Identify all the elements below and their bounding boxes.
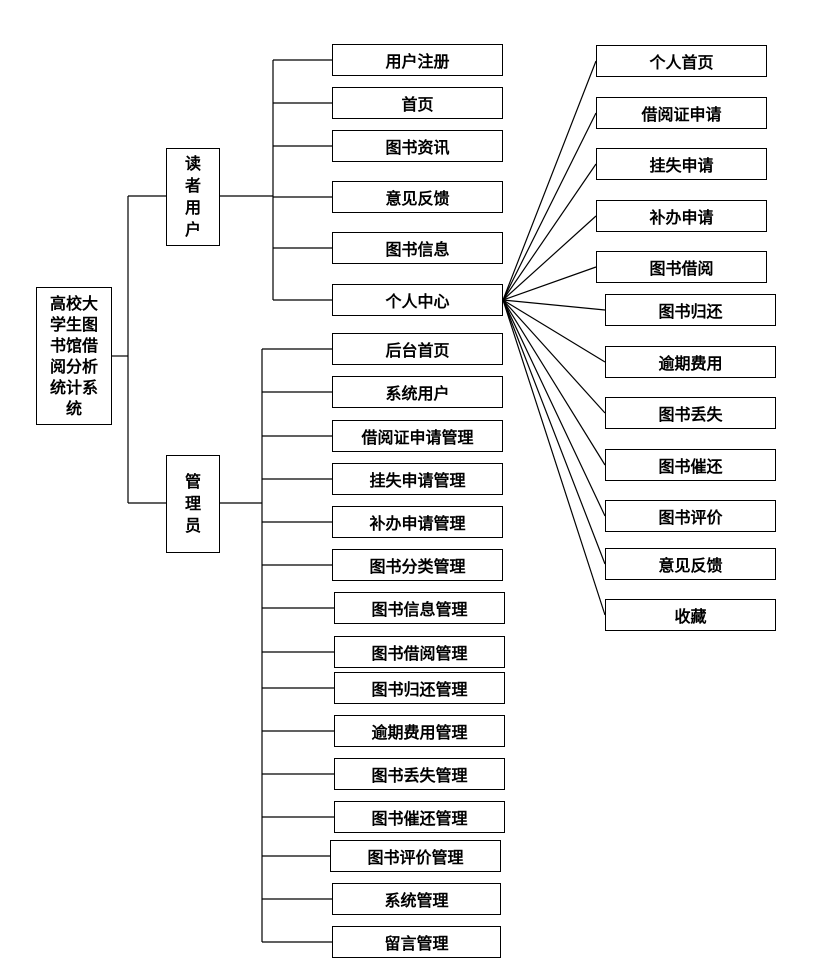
root-node-system: 高校大学生图书馆借阅分析统计系统 [36, 287, 112, 425]
admin-module-node: 后台首页 [332, 333, 503, 365]
personal-center-node: 图书归还 [605, 294, 776, 326]
admin-module-node: 图书丢失管理 [334, 758, 505, 790]
reader-module-node: 首页 [332, 87, 503, 119]
admin-module-node: 图书催还管理 [334, 801, 505, 833]
admin-module-node: 图书借阅管理 [334, 636, 505, 668]
admin-module-node: 系统用户 [332, 376, 503, 408]
personal-center-node: 挂失申请 [596, 148, 767, 180]
reader-module-node: 图书信息 [332, 232, 503, 264]
role-node-label: 管理员 [184, 472, 201, 535]
admin-module-node: 借阅证申请管理 [332, 420, 503, 452]
admin-module-node: 留言管理 [332, 926, 501, 958]
role-node-admin: 管理员 [166, 455, 220, 553]
admin-module-node: 图书分类管理 [332, 549, 503, 581]
reader-module-node-personal-center: 个人中心 [332, 284, 503, 316]
personal-center-node: 图书评价 [605, 500, 776, 532]
role-node-reader: 读者用户 [166, 148, 220, 246]
admin-module-node: 图书信息管理 [334, 592, 505, 624]
personal-center-node: 图书催还 [605, 449, 776, 481]
reader-module-node: 用户注册 [332, 44, 503, 76]
personal-center-node: 个人首页 [596, 45, 767, 77]
personal-center-node: 收藏 [605, 599, 776, 631]
admin-module-node: 逾期费用管理 [334, 715, 505, 747]
personal-center-node: 图书借阅 [596, 251, 767, 283]
role-node-label: 读者用户 [184, 154, 201, 239]
admin-module-node: 系统管理 [332, 883, 501, 915]
root-node-label: 高校大学生图书馆借阅分析统计系统 [49, 294, 98, 418]
personal-center-node: 借阅证申请 [596, 97, 767, 129]
admin-module-node: 图书归还管理 [334, 672, 505, 704]
reader-module-node: 图书资讯 [332, 130, 503, 162]
admin-module-node: 补办申请管理 [332, 506, 503, 538]
admin-module-node: 图书评价管理 [330, 840, 501, 872]
personal-center-node: 意见反馈 [605, 548, 776, 580]
admin-module-node: 挂失申请管理 [332, 463, 503, 495]
personal-center-node: 图书丢失 [605, 397, 776, 429]
personal-center-node: 逾期费用 [605, 346, 776, 378]
reader-module-node: 意见反馈 [332, 181, 503, 213]
personal-center-node: 补办申请 [596, 200, 767, 232]
